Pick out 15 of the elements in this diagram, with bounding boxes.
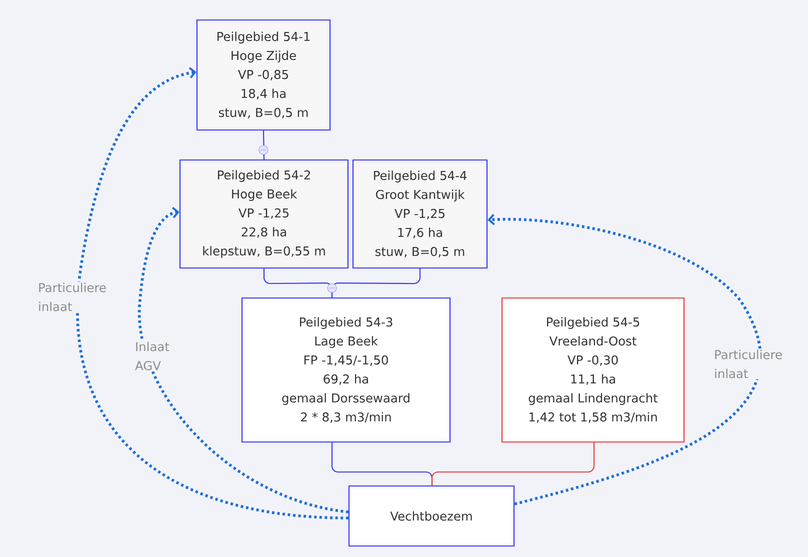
water-level-box: Vechtboezem <box>348 485 515 547</box>
water-level-box: Peilgebied 54-4 Groot Kantwijk VP -1,25 17,6 ha stuw, B=0,5 m <box>352 159 488 269</box>
edge-label: Particuliere inlaat <box>713 348 782 380</box>
water-level-box: Peilgebied 54-3 Lage Beek FP -1,45/-1,50 69,2 ha gemaal Dorssewaard 2 * 8,3 m3/min <box>241 297 451 443</box>
connector-line <box>331 268 421 298</box>
dotted-arrow <box>488 214 762 506</box>
connector-line <box>431 442 595 486</box>
edge-label: Inlaat AGV <box>134 340 170 372</box>
water-level-box: Peilgebied 54-2 Hoge Beek VP -1,25 22,8 ha klepstuw, B=0,55 m <box>179 159 349 269</box>
dotted-arrow <box>138 206 349 514</box>
water-level-box: Peilgebied 54-5 Vreeland-Oost VP -0,30 11,1 ha gemaal Lindengracht 1,42 tot 1,58 m3/min <box>501 297 685 443</box>
edge-label: Particuliere inlaat <box>37 282 106 312</box>
water-level-box: Peilgebied 54-1 Hoge Zijde VP -0,85 18,4 ha stuw, B=0,5 m <box>196 19 331 131</box>
connector-line <box>262 130 265 160</box>
dotted-arrow <box>76 67 349 520</box>
